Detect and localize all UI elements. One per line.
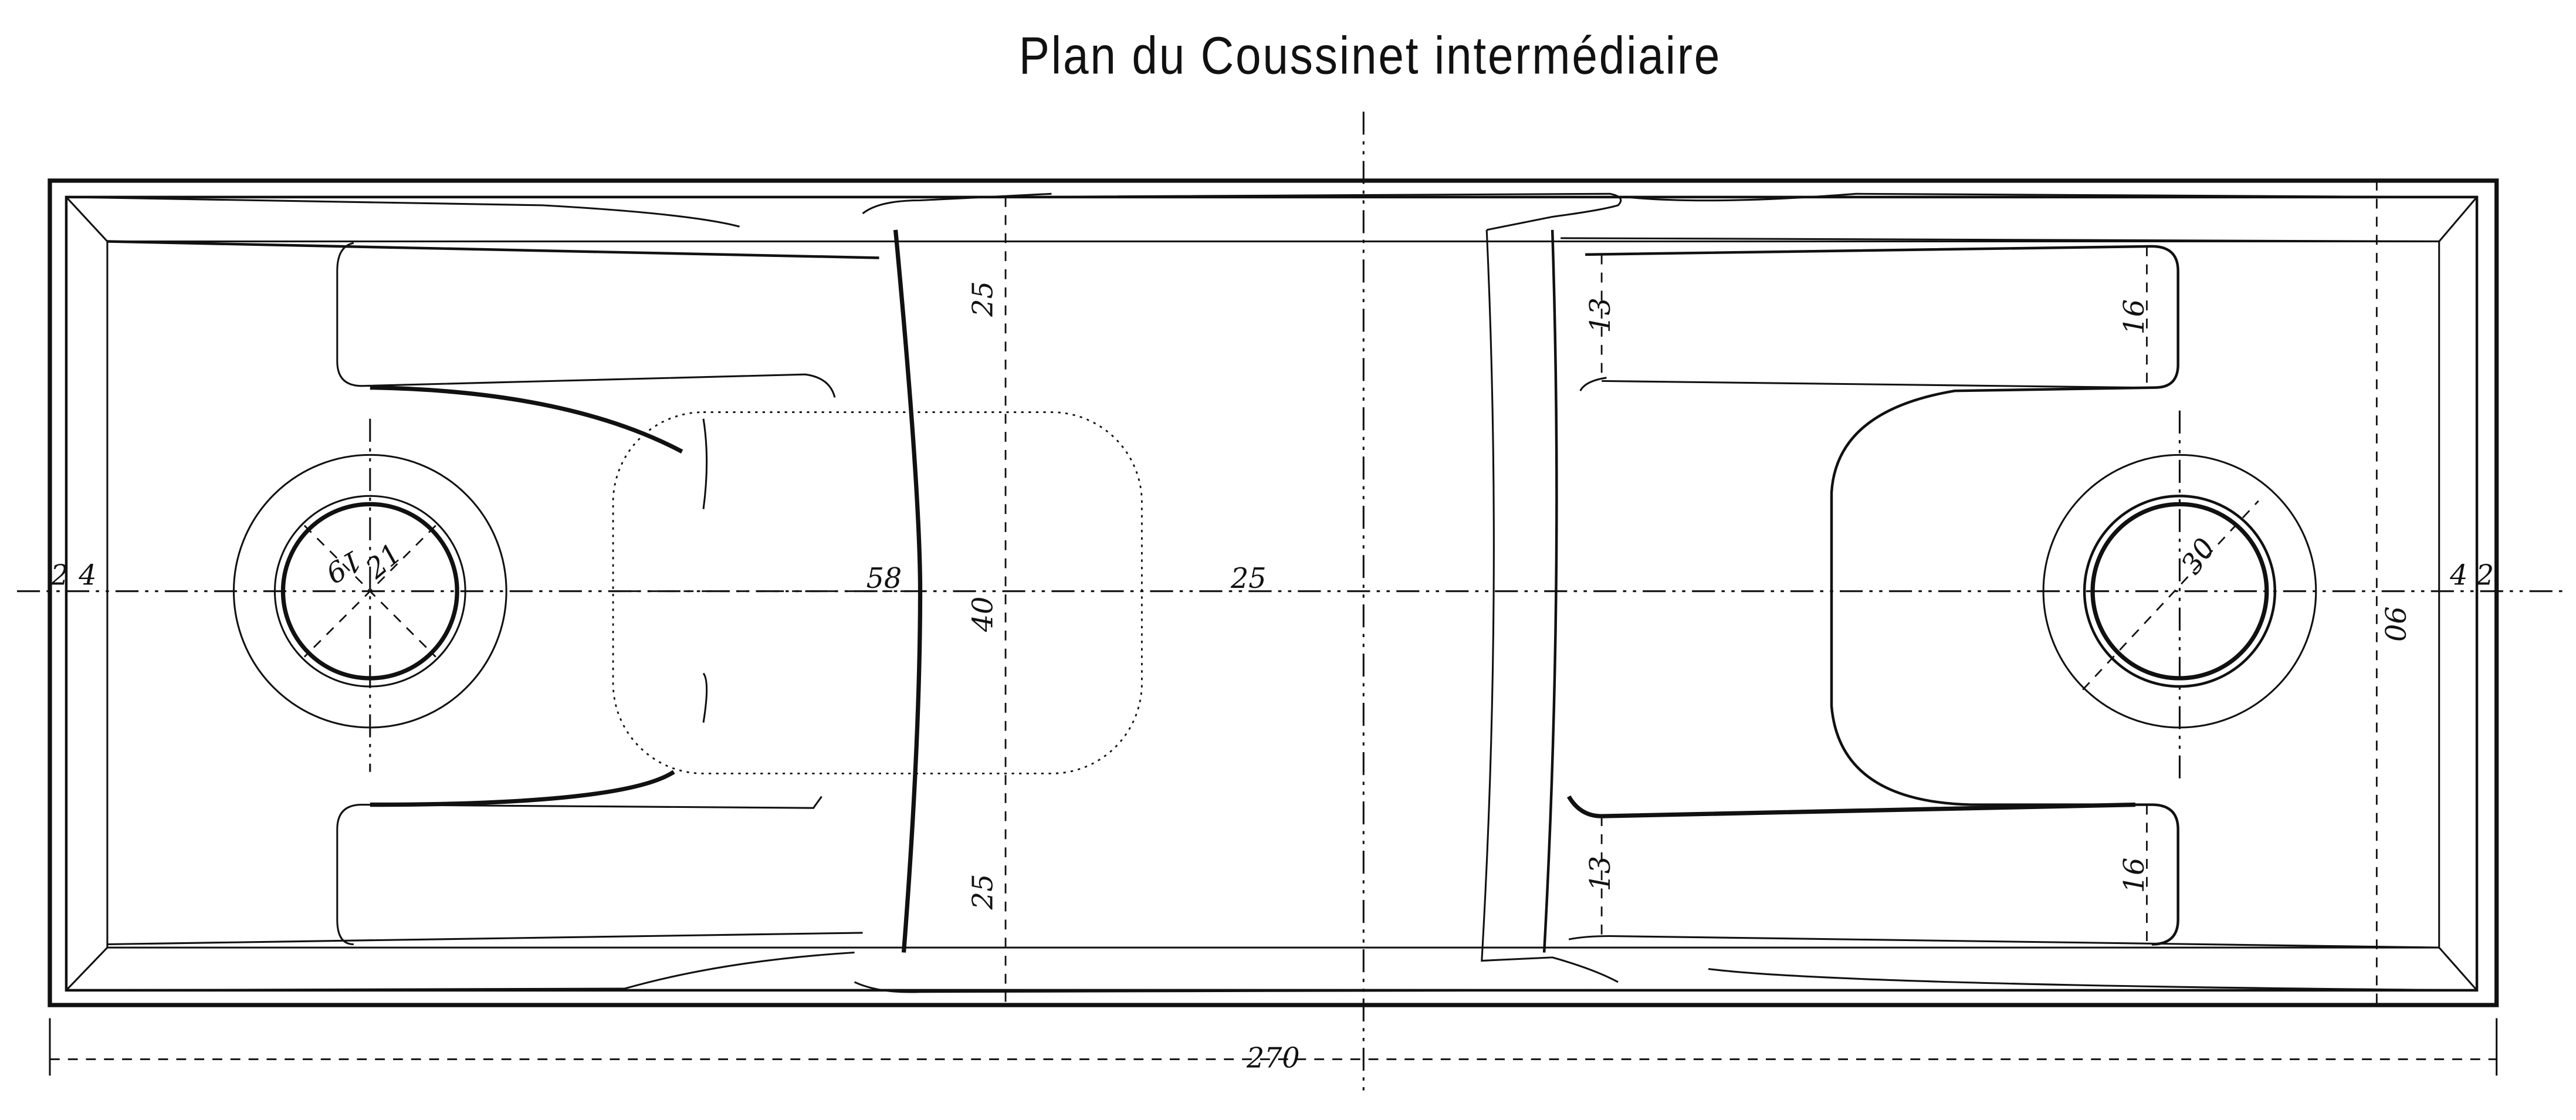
dim-left-hole-b: 21 <box>360 537 408 586</box>
dim-left-border-outer: 2 <box>50 559 69 591</box>
right-bolt-hole <box>2042 454 2317 729</box>
dim-center-offset: 25 <box>1230 563 1267 595</box>
dim-jaw-middle: 40 <box>967 597 1000 633</box>
drawing-title: Plan du Coussinet intermédiaire <box>1019 26 1721 84</box>
dim-overall-length: 270 <box>1246 1042 1300 1074</box>
dim-right-border-outer: 2 <box>2476 559 2494 591</box>
dim-jaw-bottom: 25 <box>967 874 1000 911</box>
dimension-lines <box>49 180 2498 1076</box>
dim-overall-width: 90 <box>2378 606 2410 642</box>
dim-right-slot-bottom: 13 <box>1585 856 1617 892</box>
dim-right-slot-top: 13 <box>1585 297 1617 333</box>
dim-right-pad-bottom: 16 <box>2118 858 2151 894</box>
dim-left-hole-a: 19 <box>320 543 367 589</box>
dim-right-hole: 30 <box>2175 533 2222 580</box>
left-jaw <box>66 192 1610 993</box>
dim-right-border-inner: 4 <box>2449 559 2467 591</box>
dim-jaw-top: 25 <box>967 281 1000 317</box>
center-lines <box>16 111 2563 1097</box>
dim-right-pad-top: 16 <box>2118 299 2151 335</box>
dim-left-border-inner: 4 <box>78 559 96 591</box>
dim-left-to-center: 58 <box>866 563 902 595</box>
left-bolt-hole <box>232 454 507 729</box>
